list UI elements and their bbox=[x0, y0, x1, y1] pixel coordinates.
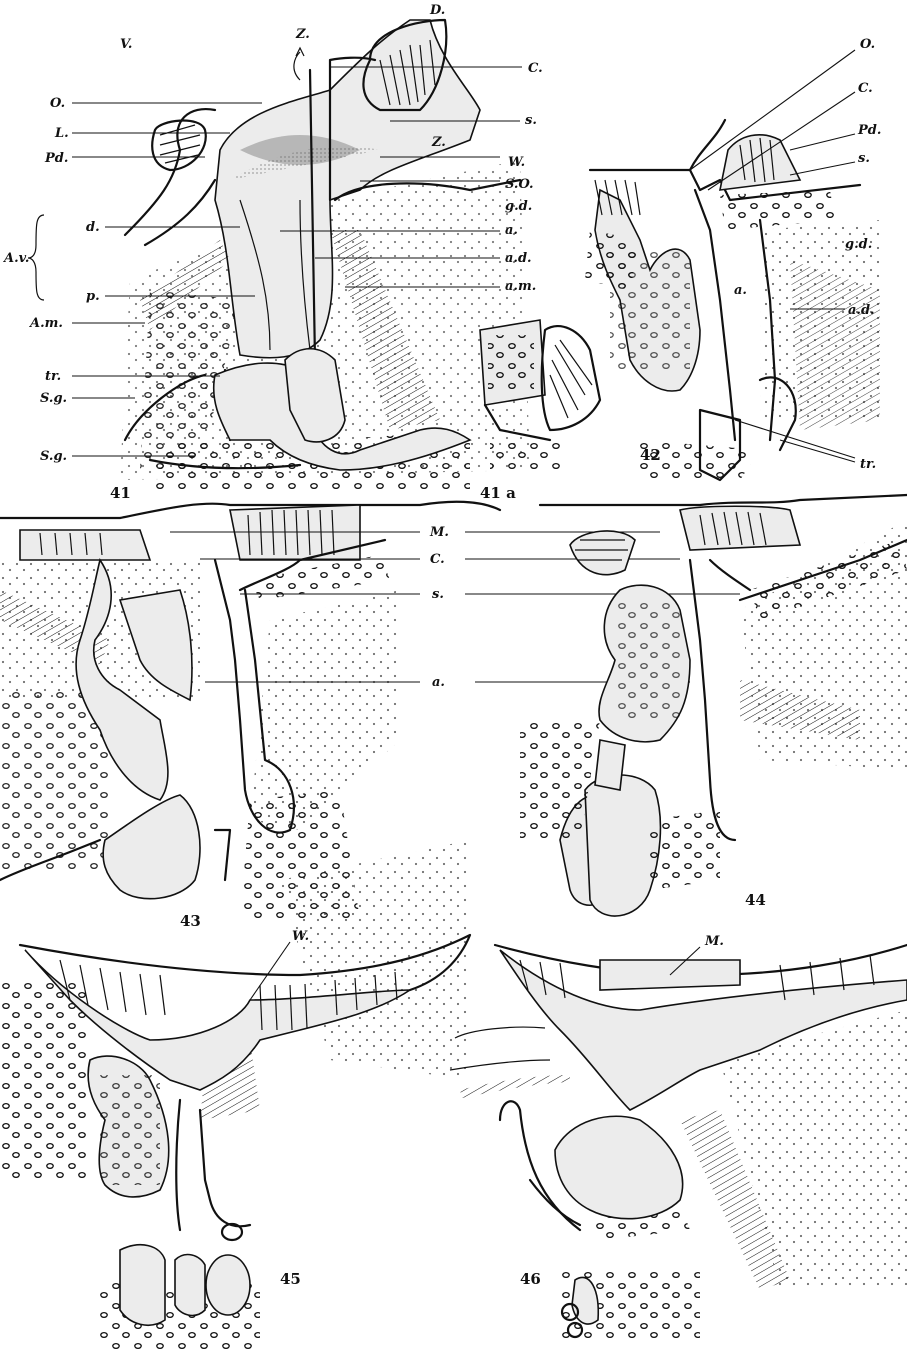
label-a-43: a. bbox=[432, 675, 445, 690]
label-42-o: O. bbox=[860, 37, 875, 52]
label-42-ad: a.d. bbox=[848, 303, 875, 318]
label-a: a. bbox=[505, 223, 518, 238]
label-ad: a.d. bbox=[505, 251, 532, 266]
label-so: S.O. bbox=[505, 177, 534, 192]
label-d: D. bbox=[429, 3, 445, 18]
label-42-pd: Pd. bbox=[857, 123, 881, 138]
label-z-top: Z. bbox=[295, 27, 310, 42]
label-sg-2: S.g. bbox=[40, 449, 67, 464]
label-42-s: s. bbox=[858, 151, 870, 166]
label-42-gd: g.d. bbox=[845, 237, 872, 252]
label-sg-1: S.g. bbox=[40, 391, 67, 406]
label-46-m: M. bbox=[704, 934, 724, 949]
figure-number-45: 45 bbox=[280, 1270, 301, 1288]
label-o: O. bbox=[50, 96, 65, 111]
label-am-right: a.m. bbox=[505, 279, 536, 294]
label-s-43: s. bbox=[432, 587, 444, 602]
figure-44: 44 bbox=[520, 495, 907, 916]
label-42-a-inner: a. bbox=[734, 283, 747, 298]
figure-45: 45 W. bbox=[0, 840, 470, 1349]
label-gd: g.d. bbox=[505, 199, 532, 214]
figure-number-44: 44 bbox=[745, 891, 766, 909]
figure-number-43: 43 bbox=[180, 912, 201, 930]
figure-41 bbox=[120, 20, 530, 490]
label-c-43: C. bbox=[430, 552, 445, 567]
label-d-small: d. bbox=[86, 220, 100, 235]
label-av: A.v. bbox=[2, 251, 29, 266]
label-p: p. bbox=[86, 289, 100, 304]
label-pd: Pd. bbox=[44, 151, 68, 166]
label-42-c: C. bbox=[858, 81, 873, 96]
label-c: C. bbox=[528, 61, 543, 76]
label-l: L. bbox=[54, 126, 69, 141]
label-w: W. bbox=[508, 155, 525, 170]
figure-number-41: 41 bbox=[110, 484, 131, 502]
figure-number-42: 42 bbox=[640, 446, 661, 464]
label-am-left: A.m. bbox=[28, 316, 63, 331]
label-45-w: W. bbox=[292, 929, 309, 944]
label-v: V. bbox=[120, 37, 132, 52]
figure-46: 46 M. bbox=[450, 934, 907, 1340]
figure-number-46: 46 bbox=[520, 1270, 541, 1288]
label-m: M. bbox=[429, 525, 449, 540]
figure-number-41a: 41 a bbox=[480, 484, 516, 502]
label-z-mid: Z. bbox=[431, 135, 446, 150]
label-42-tr: tr. bbox=[860, 457, 876, 472]
label-s: s. bbox=[525, 113, 537, 128]
label-tr: tr. bbox=[45, 369, 61, 384]
